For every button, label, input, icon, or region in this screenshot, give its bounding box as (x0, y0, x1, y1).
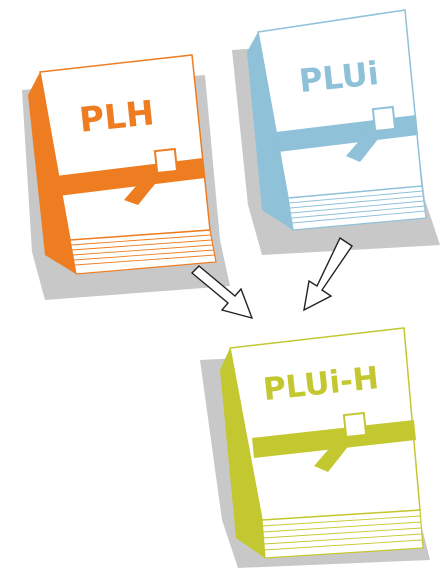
book-pluih-strap (252, 420, 416, 458)
book-pluih-strap-tail (314, 434, 358, 472)
book-plh-spine (28, 72, 76, 274)
book-plui-title: PLUi (297, 54, 380, 100)
book-plh-title: PLH (77, 93, 156, 141)
book-plh-strap-tail (124, 168, 168, 205)
book-plh-buckle (153, 147, 179, 175)
book-pluih-spine (220, 348, 265, 558)
book-plui-strap-tail (346, 124, 390, 162)
arrow-plh-to-pluih (190, 265, 254, 320)
book-plui: PLUi (232, 9, 440, 255)
book-plh-page-lines (70, 234, 216, 266)
book-plui-buckle (371, 105, 397, 133)
book-pluih-cover (229, 327, 421, 521)
book-plui-spine (247, 32, 293, 230)
book-plh: PLH (22, 54, 230, 300)
book-pluih-buckle (342, 411, 368, 439)
book-plui-cover (257, 9, 423, 199)
book-pluih: PLUi-H (200, 327, 430, 568)
book-plh-cover (39, 54, 211, 241)
arrow-plui-to-pluih (303, 236, 353, 312)
book-plui-page-lines (288, 190, 426, 224)
book-pluih-page-lines (261, 515, 423, 551)
